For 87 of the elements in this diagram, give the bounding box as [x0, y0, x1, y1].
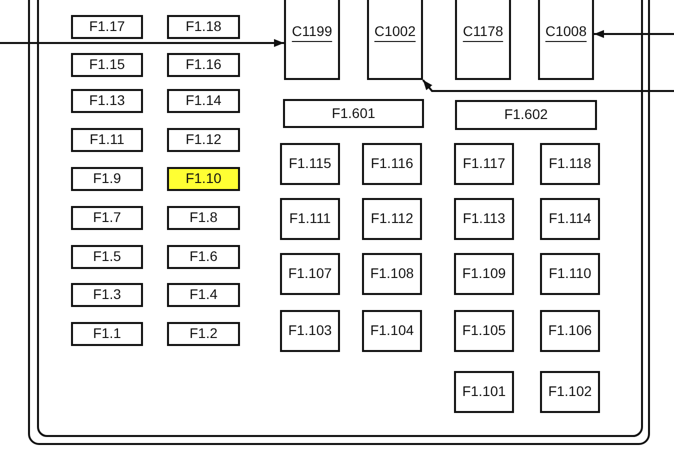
fuse-slot — [167, 283, 240, 307]
fuse-slot — [280, 310, 340, 352]
fuse-slot — [283, 99, 424, 128]
arrow — [422, 79, 674, 92]
fuse-slot — [167, 53, 240, 77]
fuse-label: F1.115 — [288, 156, 332, 172]
fuse-label: F1.16 — [186, 57, 222, 73]
fuse-label: F1.112 — [370, 211, 414, 227]
fuse-slot — [362, 198, 422, 240]
fuse-label: F1.8 — [189, 210, 218, 226]
fuse-slot — [540, 198, 600, 240]
fuse-label: F1.107 — [288, 266, 332, 282]
fuse-slot — [167, 167, 240, 191]
fuse-label: F1.2 — [189, 326, 218, 342]
fuse-slot — [280, 253, 340, 295]
fuse-slot — [454, 310, 514, 352]
fuse-slot — [454, 198, 514, 240]
fuse-slot — [71, 322, 143, 346]
fuse-slot — [280, 198, 340, 240]
fuse-slot — [454, 253, 514, 295]
fuse-label: F1.116 — [370, 156, 414, 172]
fuse-slot — [540, 143, 600, 185]
arrow — [0, 39, 284, 47]
fuse-label: F1.109 — [462, 266, 506, 282]
fuse-label: F1.6 — [189, 249, 218, 265]
fuse-slot — [167, 322, 240, 346]
connector-socket — [284, 0, 340, 80]
fuse-label: F1.9 — [92, 171, 121, 187]
fuse-label: F1.103 — [288, 323, 332, 339]
fuse-slot — [71, 245, 143, 269]
fuse-label: F1.105 — [462, 323, 506, 339]
fuse-label: F1.10 — [186, 171, 222, 187]
fuse-label: F1.1 — [92, 326, 121, 342]
fuse-label: F1.118 — [548, 156, 592, 172]
fuse-slot — [362, 253, 422, 295]
fuse-label: F1.113 — [462, 211, 506, 227]
fuse-label: F1.101 — [462, 384, 506, 400]
fuse-label: F1.3 — [92, 287, 121, 303]
fuse-label: F1.108 — [370, 266, 414, 282]
fuse-slot — [167, 15, 240, 39]
connector-socket — [538, 0, 594, 80]
fuse-label: F1.14 — [186, 93, 222, 109]
connector-socket — [367, 0, 423, 80]
connector-socket — [455, 0, 511, 80]
fuse-label: F1.102 — [548, 384, 592, 400]
fuse-label: F1.117 — [462, 156, 506, 172]
arrow — [594, 30, 674, 38]
fuse-label: F1.12 — [186, 132, 222, 148]
fuse-label: F1.18 — [186, 19, 222, 35]
fuse-slot — [167, 245, 240, 269]
fuse-slot — [71, 15, 143, 39]
fuse-label: F1.7 — [92, 210, 121, 226]
fuse-slot — [71, 283, 143, 307]
fuse-label: F1.15 — [89, 57, 125, 73]
fuse-slot — [167, 128, 240, 152]
fuse-label: F1.111 — [289, 211, 331, 227]
fuse-label: F1.106 — [548, 323, 592, 339]
fuse-label: F1.104 — [370, 323, 414, 339]
fuse-slot — [71, 53, 143, 77]
fuse-slot — [71, 206, 143, 230]
connector-label: C1178 — [462, 24, 504, 40]
fuse-slot — [280, 143, 340, 185]
fuse-slot — [71, 89, 143, 113]
fuse-slot — [540, 310, 600, 352]
fuse-label: F1.11 — [90, 132, 124, 148]
fuse-slot — [71, 167, 143, 191]
fuse-slot — [362, 143, 422, 185]
fuse-slot — [455, 100, 597, 130]
connector-label: C1002 — [374, 24, 416, 40]
connector-label: C1199 — [292, 24, 332, 40]
fuse-slot — [167, 89, 240, 113]
fuse-slot — [540, 253, 600, 295]
fuse-slot — [167, 206, 240, 230]
fuse-slot — [71, 128, 143, 152]
fuse-slot — [454, 143, 514, 185]
fuse-slot — [454, 371, 514, 413]
fuse-label: F1.5 — [92, 249, 121, 265]
fuse-slot — [540, 371, 600, 413]
fuse-label: F1.110 — [548, 266, 592, 282]
fuse-label: F1.602 — [504, 107, 548, 123]
fuse-label: F1.4 — [189, 287, 218, 303]
connector-label: C1008 — [545, 24, 587, 40]
fuse-slot — [362, 310, 422, 352]
fuse-label: F1.17 — [89, 19, 125, 35]
fuse-label: F1.13 — [89, 93, 125, 109]
fuse-label: F1.114 — [548, 211, 592, 227]
fuse-label: F1.601 — [332, 106, 376, 122]
